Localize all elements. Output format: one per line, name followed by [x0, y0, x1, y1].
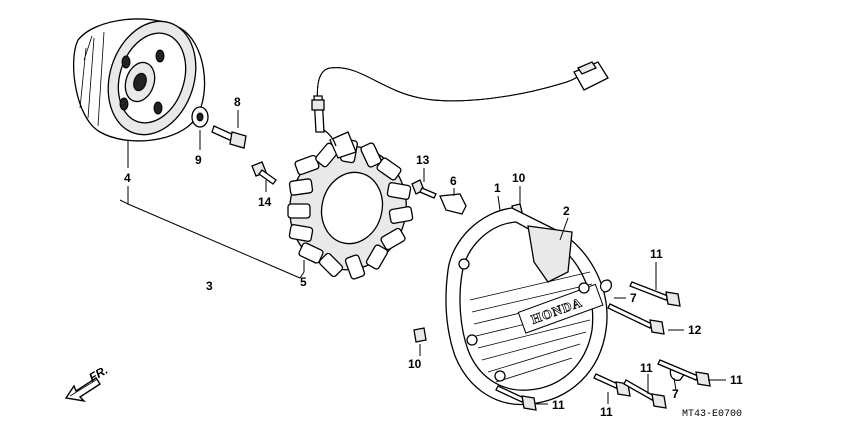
- callout-7-upper: 7: [630, 291, 637, 305]
- cable-clip-upper: [599, 279, 613, 293]
- generator-cover: HONDA: [445, 207, 608, 406]
- stator: [287, 61, 609, 280]
- callout-10-lower: 10: [408, 357, 422, 371]
- callout-8: 8: [234, 95, 241, 109]
- wire-clamp: [439, 193, 467, 215]
- callout-2: 2: [563, 204, 570, 218]
- callout-11-bottom-left: 11: [552, 398, 565, 412]
- callout-12: 12: [688, 323, 702, 337]
- callout-10-upper: 10: [512, 171, 526, 185]
- callout-1: 1: [494, 181, 501, 195]
- diagram-code: MT43-E0700: [682, 409, 742, 420]
- stator-bolt: [251, 161, 277, 185]
- cover-bolt-11-e: [495, 385, 537, 411]
- dowel-pin-lower: [413, 327, 427, 343]
- callout-7-lower: 7: [672, 387, 679, 401]
- callout-11-top: 11: [650, 247, 663, 261]
- cover-bolt-11-b: [657, 359, 711, 387]
- callout-11-mid: 11: [640, 361, 653, 375]
- callout-3: 3: [206, 279, 213, 293]
- flywheel-rotor: [72, 18, 206, 142]
- callout-11-right: 11: [730, 373, 743, 387]
- callout-4: 4: [124, 171, 131, 185]
- flywheel-bolt: [211, 125, 247, 149]
- callout-9: 9: [195, 153, 202, 167]
- cover-bolt-12: [607, 303, 665, 335]
- cover-bolt-11-a: [629, 281, 681, 307]
- clamp-bolt: [411, 179, 437, 199]
- callout-6: 6: [450, 174, 457, 188]
- cover-bolt-11-d: [623, 379, 667, 409]
- washer: [191, 106, 209, 128]
- front-direction-arrow: FR.: [64, 363, 110, 403]
- callout-5: 5: [300, 275, 307, 289]
- leader-lines: [119, 110, 726, 405]
- callout-11-bottom-center: 11: [600, 405, 613, 419]
- callout-14: 14: [258, 195, 272, 209]
- callout-labels: 1 2 3 4 5 6 7 7 8 9 10 10 11 11 11 11 11…: [124, 95, 743, 419]
- callout-13: 13: [416, 153, 430, 167]
